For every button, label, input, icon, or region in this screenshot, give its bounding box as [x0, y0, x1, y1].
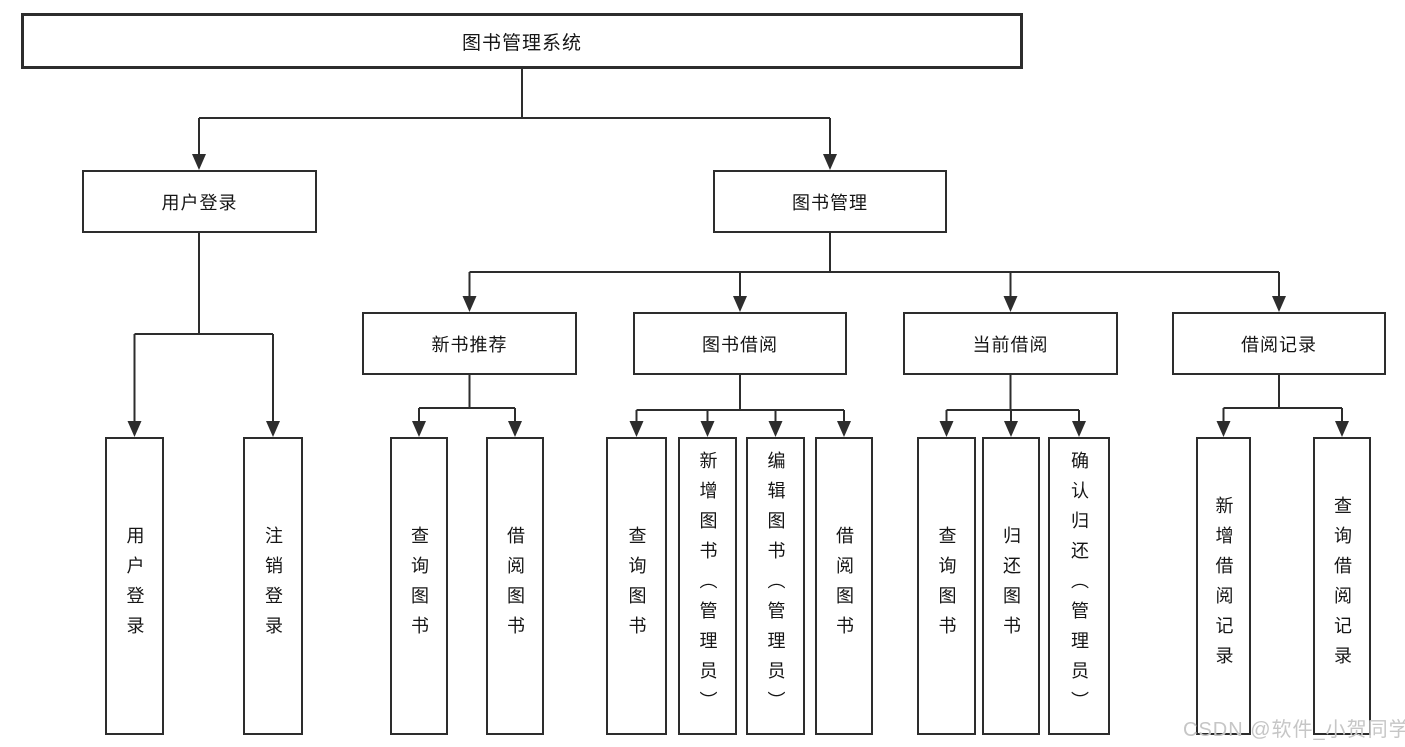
node-add-borrow-record: 新增借阅记录 — [1196, 437, 1251, 735]
node-borrow-books-borrowing: 借阅图书 — [815, 437, 873, 735]
node-query-books-borrowing: 查询图书 — [606, 437, 667, 735]
node-logout: 注销登录 — [243, 437, 303, 735]
node-current-borrowing-label: 当前借阅 — [972, 334, 1049, 355]
csdn-watermark: CSDN @软件_小贺同学 — [1183, 719, 1405, 741]
node-query-books-recommend: 查询图书 — [390, 437, 448, 735]
node-current-borrowing: 当前借阅 — [903, 312, 1118, 375]
arrowhead-icons — [127, 154, 1349, 437]
node-new-book-recommend: 新书推荐 — [362, 312, 577, 375]
node-book-management: 图书管理 — [713, 170, 947, 233]
node-confirm-return-admin: 确认归还（管理员） — [1048, 437, 1110, 735]
node-book-management-label: 图书管理 — [792, 192, 868, 213]
node-borrow-books-recommend: 借阅图书 — [486, 437, 544, 735]
node-query-borrow-record: 查询借阅记录 — [1313, 437, 1371, 735]
node-root: 图书管理系统 — [21, 13, 1023, 69]
node-borrowing-records-label: 借阅记录 — [1241, 334, 1317, 355]
node-book-borrowing: 图书借阅 — [633, 312, 847, 375]
node-query-books-current: 查询图书 — [917, 437, 976, 735]
node-user-login-leaf: 用户登录 — [105, 437, 164, 735]
node-user-login-label: 用户登录 — [161, 192, 238, 213]
node-user-login: 用户登录 — [82, 170, 317, 233]
node-return-book: 归还图书 — [982, 437, 1040, 735]
node-borrowing-records: 借阅记录 — [1172, 312, 1386, 375]
node-edit-book-admin: 编辑图书（管理员） — [746, 437, 805, 735]
node-root-label: 图书管理系统 — [461, 32, 582, 54]
node-new-book-recommend-label: 新书推荐 — [431, 334, 508, 355]
node-add-book-admin: 新增图书（管理员） — [678, 437, 737, 735]
node-book-borrowing-label: 图书借阅 — [702, 334, 778, 355]
